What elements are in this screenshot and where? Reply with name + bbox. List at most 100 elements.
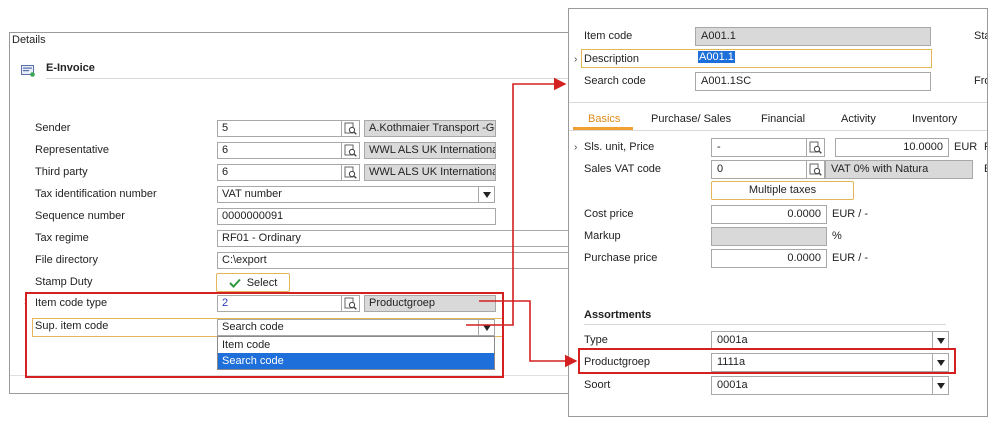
sequence-input[interactable]: 0000000091: [217, 208, 496, 225]
purchase-price-label: Purchase price: [584, 252, 658, 264]
panel-divider: [10, 375, 608, 376]
sup-item-code-label: Sup. item code: [35, 320, 109, 332]
description-focus-frame: [581, 49, 932, 68]
details-panel: Details E-Invoice Sender 5 A.Kothmaier T…: [9, 32, 610, 394]
markup-unit: %: [832, 230, 842, 242]
article-panel: Item code A001.1 Sta › Description A001.…: [568, 8, 988, 417]
search-code-input[interactable]: A001.1SC: [695, 72, 931, 91]
search-code-label: Search code: [584, 75, 646, 87]
header-divider: [569, 102, 987, 103]
representative-description: WWL ALS UK Internationa: [364, 142, 496, 159]
dropdown-option-search-code[interactable]: Search code: [218, 353, 494, 369]
sls-unit-input[interactable]: -: [711, 138, 807, 157]
representative-search-button[interactable]: [342, 142, 360, 159]
sales-price-currency: EUR: [954, 141, 978, 153]
stamp-duty-label: Stamp Duty: [35, 276, 93, 288]
tab-divider: [569, 130, 987, 131]
third-party-code-input[interactable]: 6: [217, 164, 342, 181]
cost-price-unit: EUR / -: [832, 208, 869, 220]
magnifier-icon: [344, 166, 357, 179]
stamp-duty-select-button[interactable]: Select: [216, 273, 290, 292]
sales-vat-code-input[interactable]: 0: [711, 160, 807, 179]
type-label: Type: [584, 334, 608, 346]
soort-select[interactable]: 0001a: [711, 376, 933, 395]
cut-label-fro: Fro: [974, 75, 987, 87]
magnifier-icon: [809, 141, 822, 154]
item-code-type-input[interactable]: 2: [217, 295, 342, 312]
dropdown-option-item-code[interactable]: Item code: [222, 339, 271, 351]
item-code-label: Item code: [584, 30, 633, 42]
tab-inventory[interactable]: Inventory: [912, 113, 958, 125]
tab-purchase-sales[interactable]: Purchase/ Sales: [651, 113, 732, 125]
description-input[interactable]: A001.1: [695, 50, 931, 67]
productgroep-label: Productgroep: [584, 356, 651, 368]
type-dropdown-button[interactable]: [932, 331, 949, 350]
tax-regime-select[interactable]: RF01 - Ordinary: [217, 230, 610, 247]
tax-id-select[interactable]: VAT number: [217, 186, 479, 203]
checkmark-icon: [228, 278, 241, 288]
sales-price-input[interactable]: 10.0000: [835, 138, 949, 157]
soort-dropdown-button[interactable]: [932, 376, 949, 395]
item-code-input[interactable]: A001.1: [695, 27, 931, 46]
markup-input[interactable]: [711, 227, 827, 246]
details-title: Details: [12, 34, 46, 46]
sender-code-input[interactable]: 5: [217, 120, 342, 137]
assortments-divider: [584, 324, 946, 325]
purchase-price-unit: EUR / -: [832, 252, 869, 264]
sales-vat-label: Sales VAT code: [584, 163, 662, 175]
cost-price-label: Cost price: [584, 208, 634, 220]
item-code-type-label: Item code type: [35, 297, 108, 309]
file-directory-label: File directory: [35, 254, 98, 266]
sls-unit-search-button[interactable]: [807, 138, 825, 157]
magnifier-icon: [809, 163, 822, 176]
magnifier-icon: [344, 122, 357, 135]
sales-vat-search-button[interactable]: [807, 160, 825, 179]
tax-id-label: Tax identification number: [35, 188, 157, 200]
sender-label: Sender: [35, 122, 71, 134]
markup-label: Markup: [584, 230, 621, 242]
description-label: Description: [584, 53, 640, 65]
cost-price-input[interactable]: 0.0000: [711, 205, 827, 224]
sup-item-code-select[interactable]: Search code: [217, 319, 479, 336]
row-marker-icon: ›: [574, 142, 578, 153]
cut-label-e: E: [984, 163, 987, 175]
select-button-label: Select: [246, 276, 278, 289]
cut-label-sta: Sta: [974, 30, 987, 42]
tab-financial[interactable]: Financial: [761, 113, 806, 125]
row-marker-icon: ›: [24, 296, 28, 307]
magnifier-icon: [344, 297, 357, 310]
representative-code-input[interactable]: 6: [217, 142, 342, 159]
sender-search-button[interactable]: [342, 120, 360, 137]
item-code-type-search-button[interactable]: [342, 295, 360, 312]
third-party-description: WWL ALS UK Internationa: [364, 164, 496, 181]
purchase-price-input[interactable]: 0.0000: [711, 249, 827, 268]
cut-label-f: F: [984, 141, 987, 153]
third-party-search-button[interactable]: [342, 164, 360, 181]
tax-id-dropdown-button[interactable]: [478, 186, 495, 203]
soort-label: Soort: [584, 379, 611, 391]
section-divider: [46, 78, 606, 79]
e-invoice-icon: [21, 65, 35, 77]
representative-label: Representative: [35, 144, 109, 156]
productgroep-select[interactable]: 1111a: [711, 353, 933, 372]
magnifier-icon: [344, 144, 357, 157]
multiple-taxes-button[interactable]: Multiple taxes: [711, 181, 854, 200]
tab-basics[interactable]: Basics: [588, 113, 621, 125]
third-party-label: Third party: [35, 166, 88, 178]
sender-description: A.Kothmaier Transport -Ge: [364, 120, 496, 137]
active-tab-indicator: [573, 127, 633, 130]
assortments-title: Assortments: [584, 309, 652, 321]
type-select[interactable]: 0001a: [711, 331, 933, 350]
description-selected-text: A001.1: [698, 51, 735, 63]
sup-item-code-dropdown-list: Item code Search code: [217, 336, 495, 370]
sls-unit-label: Sls. unit, Price: [584, 141, 655, 153]
sales-vat-description: VAT 0% with Natura: [825, 160, 973, 179]
row-marker-icon: ›: [574, 54, 578, 65]
sequence-label: Sequence number: [35, 210, 125, 222]
tax-regime-label: Tax regime: [35, 232, 89, 244]
section-title: E-Invoice: [46, 62, 95, 74]
productgroep-dropdown-button[interactable]: [932, 353, 949, 372]
sup-item-code-dropdown-button[interactable]: [478, 319, 495, 336]
file-directory-input[interactable]: C:\export: [217, 252, 610, 269]
tab-activity[interactable]: Activity: [841, 113, 876, 125]
